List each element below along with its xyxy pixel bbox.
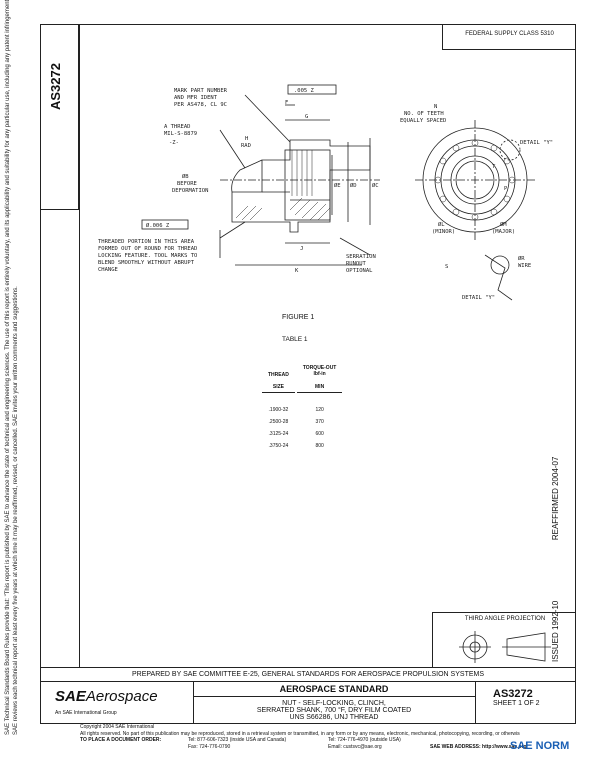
serrations [291, 150, 313, 196]
drawing-frame [40, 24, 576, 668]
footer-tel-2: Tel: 724-776-4970 (outside USA) [328, 737, 401, 743]
disclaimer-line-1: SAE Technical Standards Board Rules prov… [5, 0, 11, 735]
footer: Copyright 2004 SAE International All rig… [80, 724, 580, 751]
end-view-minor [455, 160, 495, 200]
logo-sae-text: SAE [55, 688, 86, 705]
dim-label-j: J [300, 246, 303, 252]
label-major: ØM(MAJOR) [492, 221, 515, 235]
footer-rights: All rights reserved. No part of this pub… [80, 730, 520, 737]
footer-copyright: Copyright 2004 SAE International [80, 724, 155, 730]
dim-label-d: ØD [350, 182, 357, 189]
doc-number-box [40, 24, 79, 210]
nut-body [284, 149, 331, 221]
torque-header-thread: THREAD [268, 372, 289, 378]
projection-label: THIRD ANGLE PROJECTION [464, 616, 546, 622]
watermark: SAE NORM [510, 740, 570, 752]
dim-label-f: F [285, 100, 288, 106]
footer-tel-1: Tel: 877-606-7323 (inside USA and Canada… [188, 737, 287, 743]
projection-symbol-icon [459, 631, 551, 663]
detail-y-wire [490, 255, 510, 275]
document-number-area: AS3272 SHEET 1 OF 2 [475, 682, 576, 723]
detail-y-callout-circle [499, 139, 521, 161]
end-view-teeth [434, 139, 516, 221]
footer-order-label: TO PLACE A DOCUMENT ORDER: [80, 737, 162, 743]
footer-web: SAE WEB ADDRESS: http://www.sae.org [430, 744, 527, 750]
dim-label-s: S [445, 264, 448, 270]
doc-number-vertical: AS3272 [48, 63, 63, 110]
torque-table: THREAD TORQUE-OUT lbf-in SIZE MIN .1900-… [260, 360, 344, 453]
leader-thread [219, 129, 246, 169]
leader-runout [219, 221, 246, 239]
label-detail-y: DETAIL "Y" [462, 295, 495, 301]
dim-label-k: K [295, 268, 299, 274]
torque-subheader-size: SIZE [262, 382, 295, 393]
figure-title: FIGURE 1 [282, 314, 315, 321]
leader-serration [339, 237, 371, 256]
torque-header-torque: TORQUE-OUT lbf-in [302, 365, 337, 377]
title-line-1: NUT - SELF-LOCKING, CLINCH, [282, 700, 386, 707]
label-minor: ØL(MINOR) [432, 221, 455, 235]
title-line-3: UNS S66286, UNJ THREAD [289, 714, 379, 721]
disclaimer-line-2: SAE reviews each technical report at lea… [13, 286, 19, 735]
title-line-2: SERRATED SHANK, 700 °F, DRY FILM COATED [256, 707, 412, 714]
title-block: SAEAerospace An SAE International Group … [40, 682, 576, 724]
dim-label-c: ØC [372, 182, 379, 189]
nut-shank-curve [231, 159, 263, 193]
title-area: AEROSPACE STANDARD NUT - SELF-LOCKING, C… [193, 682, 476, 723]
label-detail-y-ref: DETAIL "Y" [520, 140, 553, 146]
dim-label-e: ØE [334, 182, 341, 189]
reaffirmed-date: REAFFIRMED 2004-07 [551, 456, 560, 541]
footer-fax: Fax: 724-776-0790 [188, 744, 231, 750]
torque-subheader-min: MIN [296, 382, 343, 393]
section-hatch [235, 197, 331, 221]
tolerance-bottom: Ø.006 Z [146, 222, 170, 229]
federal-supply-class-box: FEDERAL SUPPLY CLASS 5310 [442, 24, 576, 50]
sae-aerospace-logo: SAEAerospace An SAE International Group [41, 682, 194, 723]
dim-label-g: G [305, 114, 308, 120]
sheet-number: SHEET 1 OF 2 [493, 700, 540, 707]
footer-email: Email: custsvc@sae.org [328, 744, 382, 750]
tolerance-frame-bottom [141, 219, 189, 230]
dim-label-t: T [492, 164, 496, 170]
dim-label-p: P [504, 186, 508, 192]
logo-aerospace-text: Aerospace [85, 688, 158, 705]
detail-y-profile [484, 254, 513, 301]
title-heading: AEROSPACE STANDARD [193, 684, 475, 697]
frame-divider [79, 24, 80, 668]
disclaimer-text: SAE Technical Standards Board Rules prov… [4, 0, 20, 735]
tolerance-top: .005 Z [294, 88, 315, 94]
title-doc-number: AS3272 [493, 688, 533, 700]
table-title: TABLE 1 [282, 336, 308, 343]
prepared-by-line: PREPARED BY SAE COMMITTEE E-25, GENERAL … [40, 668, 576, 682]
leader-mark [244, 94, 291, 143]
label-thread-datum: -Z- [169, 140, 179, 146]
tolerance-frame-top [287, 84, 337, 95]
third-angle-projection-box: THIRD ANGLE PROJECTION [432, 612, 576, 668]
logo-tagline: An SAE International Group [55, 710, 117, 716]
